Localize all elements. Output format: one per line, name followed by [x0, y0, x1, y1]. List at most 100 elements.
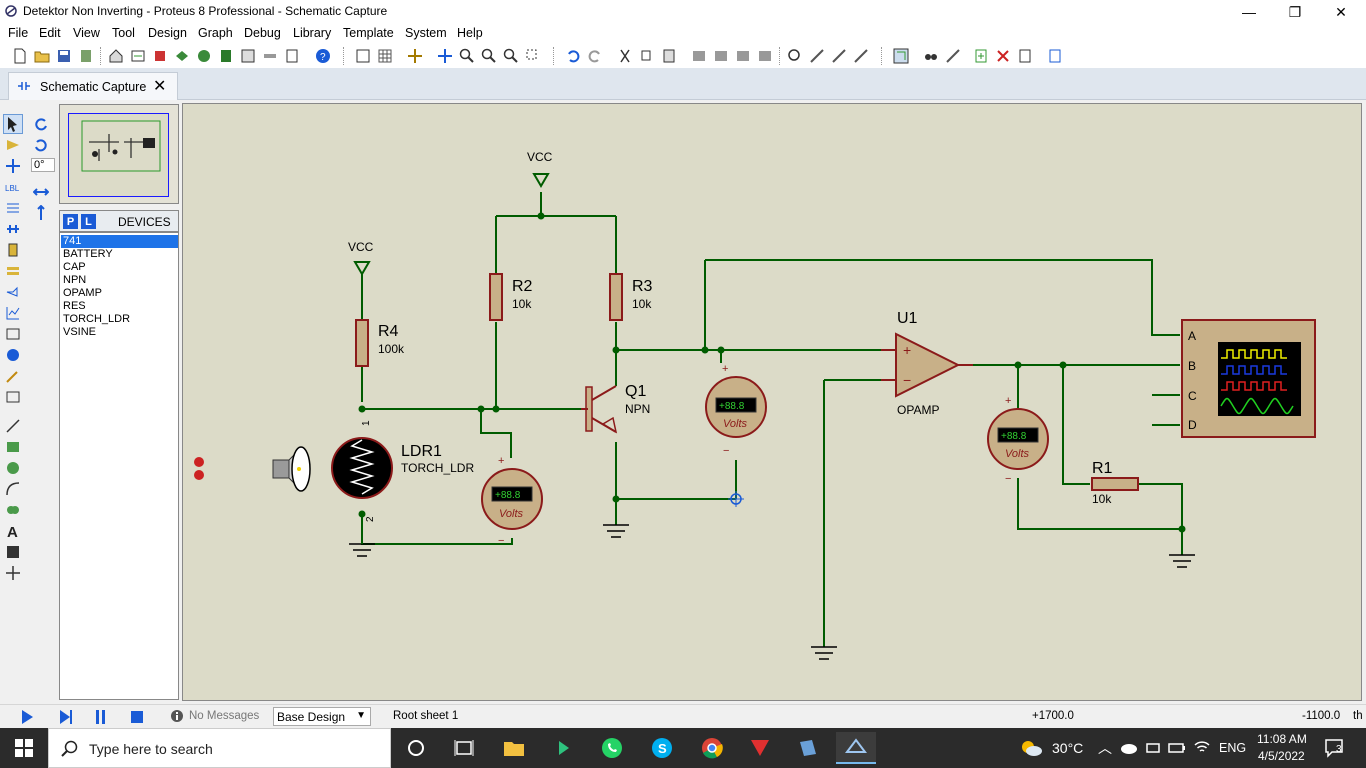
menu-view[interactable]: View: [73, 26, 100, 40]
text-script-icon[interactable]: [3, 198, 23, 218]
block-rotate-icon[interactable]: [733, 46, 753, 66]
vcc-terminal-left[interactable]: VCC: [348, 240, 374, 276]
voltmeter-2[interactable]: +88.8 Volts + −: [705, 363, 767, 457]
box-tool-icon[interactable]: [3, 437, 23, 457]
help-icon[interactable]: ?: [313, 46, 333, 66]
tab-schematic-capture[interactable]: Schematic Capture ✕: [8, 72, 178, 100]
schematic-icon[interactable]: [128, 46, 148, 66]
text-tool-icon[interactable]: A: [3, 521, 23, 541]
new-file-icon[interactable]: [10, 46, 30, 66]
decompose-icon[interactable]: [851, 46, 871, 66]
task-view-icon[interactable]: [444, 732, 484, 764]
oscilloscope[interactable]: A B C D: [1181, 319, 1316, 438]
zoom-all-icon[interactable]: [501, 46, 521, 66]
subcircuit-icon[interactable]: [3, 240, 23, 260]
skype-icon[interactable]: S: [642, 732, 682, 764]
wire-label-icon[interactable]: LBL: [3, 177, 23, 197]
new-sheet-icon[interactable]: [971, 46, 991, 66]
app-icon-red[interactable]: [740, 732, 780, 764]
wifi-icon[interactable]: [1194, 740, 1210, 757]
chrome-icon[interactable]: [692, 732, 732, 764]
arc-tool-icon[interactable]: [3, 479, 23, 499]
app-icon-blue-book[interactable]: [788, 732, 828, 764]
transistor-q1[interactable]: Q1 NPN: [581, 383, 650, 434]
whatsapp-icon[interactable]: [592, 732, 632, 764]
zoom-in-icon[interactable]: [457, 46, 477, 66]
resistor-r2[interactable]: R2 10k: [489, 273, 533, 321]
close-window-button[interactable]: ✕: [1335, 3, 1347, 20]
packaging-tool-icon[interactable]: [829, 46, 849, 66]
menu-edit[interactable]: Edit: [39, 26, 61, 40]
device-item-battery[interactable]: BATTERY: [63, 248, 113, 260]
device-pins-icon[interactable]: [3, 282, 23, 302]
taskbar-search-box[interactable]: Type here to search: [48, 728, 391, 768]
torch-icon[interactable]: [272, 446, 311, 492]
meet-icon[interactable]: [1146, 741, 1160, 758]
ldr-ldr1[interactable]: 1 2 LDR1 TORCH_LDR: [331, 420, 474, 522]
battery-icon[interactable]: [1168, 741, 1186, 758]
save-icon[interactable]: [54, 46, 74, 66]
minimize-button[interactable]: —: [1242, 4, 1256, 20]
device-item-res[interactable]: RES: [63, 300, 86, 312]
language-indicator[interactable]: ENG: [1219, 741, 1247, 755]
cortana-icon[interactable]: [396, 732, 436, 764]
resistor-r1[interactable]: R1 10k: [1091, 460, 1139, 506]
device-item-npn[interactable]: NPN: [63, 274, 87, 286]
zoom-out-icon[interactable]: [479, 46, 499, 66]
electrical-rule-check-icon[interactable]: [1045, 46, 1065, 66]
menu-library[interactable]: Library: [293, 26, 332, 40]
junction-dot-icon[interactable]: [3, 156, 23, 176]
menu-tool[interactable]: Tool: [112, 26, 135, 40]
design-variant-select[interactable]: Base Design ▼: [273, 707, 371, 726]
tape-recorder-icon[interactable]: [3, 324, 23, 344]
3d-view-icon[interactable]: [172, 46, 192, 66]
gerber-icon[interactable]: [194, 46, 214, 66]
block-move-icon[interactable]: [711, 46, 731, 66]
redo-icon[interactable]: [585, 46, 605, 66]
terminals-icon[interactable]: [3, 261, 23, 281]
marker-tool-icon[interactable]: [3, 563, 23, 583]
proteus-taskbar-icon[interactable]: [836, 732, 876, 764]
design-explorer-icon[interactable]: [238, 46, 258, 66]
voltmeter-1[interactable]: +88.8 Volts + −: [481, 455, 543, 547]
property-assignment-icon[interactable]: [943, 46, 963, 66]
resistor-r3[interactable]: R3 10k: [609, 273, 653, 321]
menu-design[interactable]: Design: [148, 26, 187, 40]
pick-devices-button[interactable]: P: [63, 214, 78, 229]
component-icon[interactable]: [260, 46, 280, 66]
messages-status[interactable]: No Messages: [189, 710, 260, 722]
cut-icon[interactable]: [615, 46, 635, 66]
menu-help[interactable]: Help: [457, 26, 483, 40]
device-list[interactable]: 741 BATTERY CAP NPN OPAMP RES TORCH_LDR …: [59, 232, 179, 700]
refresh-icon[interactable]: [353, 46, 373, 66]
menu-file[interactable]: File: [8, 26, 29, 40]
selection-mode-icon[interactable]: [3, 114, 23, 134]
onedrive-icon[interactable]: [1120, 742, 1138, 757]
rotate-clockwise-icon[interactable]: [31, 114, 51, 134]
import-icon[interactable]: [76, 46, 96, 66]
overview-viewport[interactable]: [68, 113, 169, 197]
weather-temperature[interactable]: 30°C: [1052, 740, 1084, 756]
bom-icon[interactable]: [216, 46, 236, 66]
clock-date[interactable]: 4/5/2022: [1258, 749, 1305, 763]
schematic-canvas[interactable]: VCC VCC R4 100k R2 10k R3 10k R1 10k: [182, 103, 1362, 701]
mirror-vertical-icon[interactable]: [31, 203, 51, 223]
paste-icon[interactable]: [659, 46, 679, 66]
copy-icon[interactable]: [637, 46, 657, 66]
menu-debug[interactable]: Debug: [244, 26, 281, 40]
device-item-cap[interactable]: CAP: [63, 261, 86, 273]
wire-autorouter-icon[interactable]: [891, 46, 911, 66]
component-mode-icon[interactable]: [3, 135, 23, 155]
notes-icon[interactable]: [282, 46, 302, 66]
open-folder-icon[interactable]: [32, 46, 52, 66]
rotation-angle-field[interactable]: 0°: [31, 158, 55, 172]
device-item-torch-ldr[interactable]: TORCH_LDR: [63, 313, 131, 325]
grid-icon[interactable]: [375, 46, 395, 66]
close-tab-icon[interactable]: ✕: [153, 78, 167, 95]
pause-icon[interactable]: [94, 709, 108, 728]
search-tag-icon[interactable]: [921, 46, 941, 66]
block-copy-icon[interactable]: [689, 46, 709, 66]
clock-time[interactable]: 11:08 AM: [1257, 732, 1307, 746]
path-tool-icon[interactable]: [3, 500, 23, 520]
generator-mode-icon[interactable]: [3, 345, 23, 365]
